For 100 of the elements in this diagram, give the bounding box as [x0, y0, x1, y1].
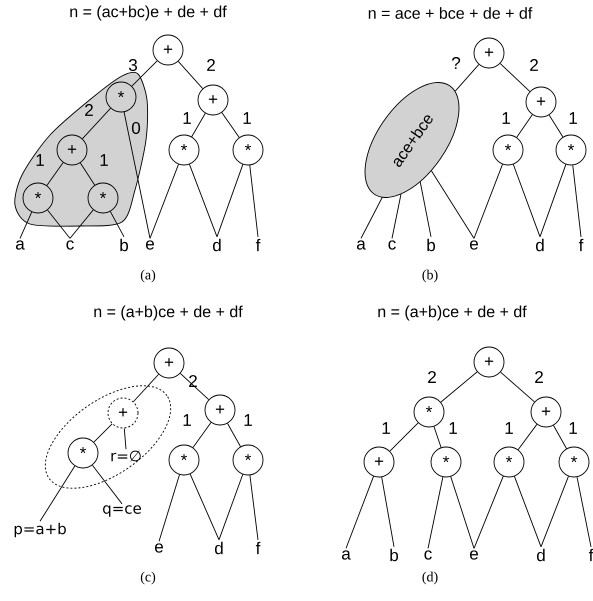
tree-edge: [180, 373, 210, 400]
tree-edge: [131, 60, 158, 87]
edge-label: 3: [128, 58, 137, 72]
tree-edge: [440, 371, 478, 403]
edge-label: 2: [535, 371, 543, 383]
tree-edge: [474, 476, 504, 549]
tree-edge: [124, 112, 150, 239]
leaf-label: b: [390, 548, 398, 562]
leaf-label: d: [536, 238, 544, 252]
tree-edge: [540, 164, 566, 238]
tree-edge: [80, 162, 96, 186]
panel-caption: (d): [422, 572, 438, 584]
leaf-label: d: [537, 548, 545, 562]
shaded-region: [14, 72, 148, 227]
tree-edge: [82, 108, 111, 140]
tree-edge: [450, 476, 474, 549]
tree-edge: [216, 164, 244, 238]
tree-edge: [93, 423, 113, 443]
tree-edge: [249, 164, 258, 238]
tree-edge: [500, 372, 535, 402]
tree-edge: [178, 61, 204, 89]
tree-edge: [572, 164, 582, 238]
panel-caption: (b): [422, 270, 438, 282]
tree-edge: [133, 374, 159, 402]
formula-title: n = (ac+bc)e + de + df: [70, 6, 227, 20]
tree-edge: [540, 476, 569, 548]
tree-edge: [218, 474, 244, 540]
edge-label: 2: [428, 371, 436, 383]
tree-edge: [20, 212, 32, 239]
tree-edge: [389, 422, 419, 452]
edge-label: 1: [450, 422, 457, 434]
edge-label: 1: [244, 112, 251, 124]
formula-title: n = (a+b)ce + de + df: [378, 306, 527, 320]
leaf-label: c: [424, 550, 432, 560]
leaf-label: d: [213, 238, 221, 252]
tree-edge: [346, 476, 374, 549]
edge-label: 1: [244, 414, 252, 426]
tree-edge: [392, 194, 402, 239]
edge-label: 1: [502, 112, 510, 124]
leaf-label: d: [215, 542, 223, 554]
leaf-label: b: [427, 238, 436, 252]
leaf-label: b: [120, 238, 128, 252]
tree-edge: [40, 466, 76, 522]
tree-edge: [576, 476, 592, 548]
tree-edge: [92, 464, 122, 504]
tree-edge: [221, 112, 240, 138]
tree-edge: [46, 162, 64, 186]
tree-edge: [70, 210, 94, 239]
tree-edge: [124, 428, 126, 450]
tree-edge: [249, 474, 258, 540]
tree-edge: [227, 423, 241, 447]
leaf-label: a: [342, 550, 351, 560]
tree-edge: [512, 164, 540, 238]
tree-edge: [47, 210, 70, 239]
edge-label: 1: [506, 422, 513, 434]
tree-edge: [110, 211, 124, 238]
leaf-label: e: [155, 543, 163, 553]
leaf-label: e: [146, 240, 154, 250]
tree-edge: [381, 476, 394, 548]
leaf-label: e: [470, 550, 478, 560]
tree-edge: [548, 114, 564, 138]
edge-label: 1: [36, 154, 44, 166]
tree-edge: [434, 426, 442, 448]
tree-edge: [500, 63, 530, 92]
leaf-label: f: [578, 238, 584, 252]
panel-caption: (c): [140, 572, 156, 584]
tree-edge: [553, 425, 567, 449]
tree-edge: [474, 164, 503, 239]
leaf-label: f: [256, 238, 260, 252]
tree-edge: [454, 64, 480, 92]
tree-edge: [191, 112, 206, 138]
tree-edge: [190, 474, 220, 540]
tree-edge: [420, 182, 432, 238]
leaf-label: e: [470, 240, 478, 250]
tree-edge: [360, 197, 383, 239]
term-label: q=ce: [103, 505, 141, 517]
edge-label: 1: [184, 414, 191, 426]
panel-caption: (a): [140, 270, 156, 282]
leaf-label: f: [256, 542, 260, 554]
edge-label: 2: [85, 104, 93, 116]
edge-label: 1: [570, 112, 577, 124]
edge-label: 2: [207, 59, 215, 71]
edge-label: 2: [189, 375, 197, 387]
formula-title: n = ace + bce + de + df: [368, 7, 532, 19]
tree-edge: [189, 164, 218, 238]
tree-edge: [192, 422, 212, 448]
tree-edge: [428, 476, 444, 549]
leaf-label: f: [588, 548, 593, 562]
edge-label: 1: [382, 422, 390, 434]
leaf-label: c: [66, 240, 74, 250]
edge-label: 2: [530, 59, 538, 71]
edge-label: 1: [184, 112, 191, 124]
tree-edge: [514, 476, 542, 548]
edge-label: ?: [452, 57, 460, 69]
edge-label: 0: [132, 122, 140, 134]
edge-label: 1: [570, 422, 577, 434]
tree-edge: [516, 114, 533, 138]
tree-edge: [518, 424, 538, 450]
leaf-label: a: [16, 240, 25, 250]
term-label: r=∅: [111, 450, 141, 462]
